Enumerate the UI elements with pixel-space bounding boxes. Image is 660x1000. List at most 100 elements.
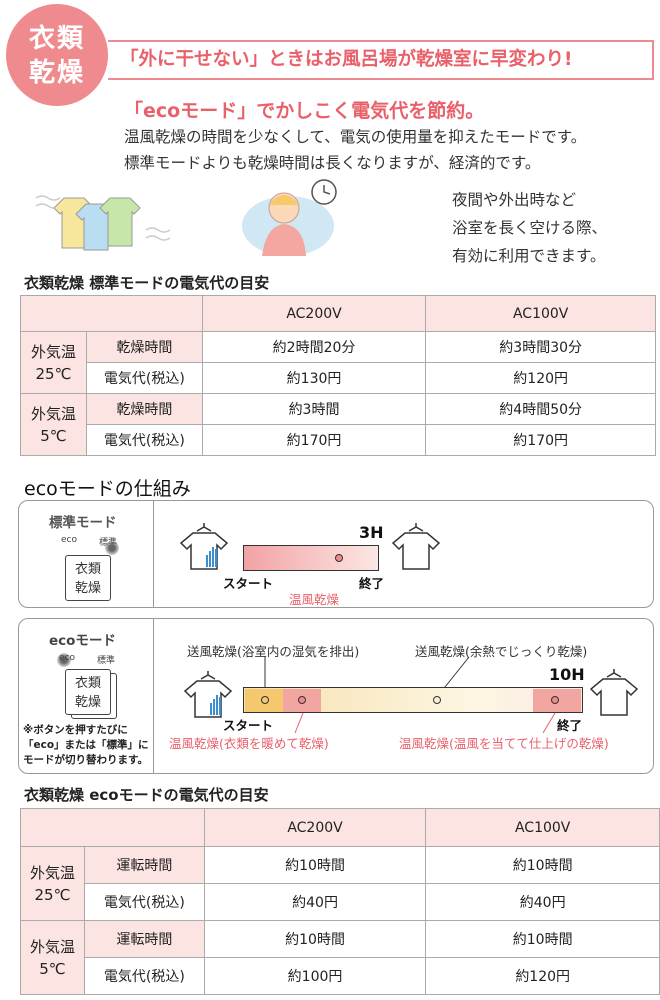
badge-line1: 衣類 bbox=[28, 24, 85, 54]
group-label-line2: 5℃ bbox=[40, 426, 67, 445]
warm-marker-icon bbox=[551, 696, 559, 704]
cell-value: 約120円 bbox=[425, 362, 656, 394]
warm-dry-label-1: 温風乾燥(衣類を暖めて乾燥) bbox=[169, 736, 329, 751]
fan-dry-label-2: 送風乾燥(余熱でじっくり乾燥) bbox=[415, 644, 588, 659]
warm-marker-icon bbox=[335, 554, 343, 562]
table-row: 外気温 25℃ 運転時間 約10時間 約10時間 bbox=[20, 846, 660, 921]
group-label-line2: 25℃ bbox=[34, 885, 71, 904]
header-ac100: AC100V bbox=[425, 808, 660, 847]
dry-shirt-icon bbox=[391, 523, 441, 570]
wet-shirt-icon bbox=[183, 671, 233, 718]
group-label-line2: 5℃ bbox=[39, 959, 66, 978]
cell-value: 約3時間30分 bbox=[425, 331, 656, 363]
dial-eco-label: eco bbox=[61, 535, 77, 545]
standard-cost-table: AC200V AC100V 外気温 25℃ 乾燥時間 約2時間20分 約3時間30… bbox=[20, 295, 656, 456]
key-line1: 衣類 bbox=[74, 676, 101, 691]
standard-mode-label: 標準モード bbox=[49, 515, 117, 531]
dry-key-icon: 衣類 乾燥 bbox=[65, 669, 111, 715]
table-row: 電気代(税込) 約100円 約120円 bbox=[21, 957, 660, 995]
headline: 「外に干せない」ときはお風呂場が乾燥室に早変わり! bbox=[108, 40, 654, 80]
mode-switch-note: ※ボタンを押すたびに 「eco」または「標準」に モードが切り替わります。 bbox=[23, 723, 149, 768]
cell-value: 約120円 bbox=[425, 957, 660, 995]
cell-value: 約2時間20分 bbox=[201, 331, 427, 363]
standard-table-title: 衣類乾燥 標準モードの電気代の目安 bbox=[24, 274, 270, 292]
eco-table-title: 衣類乾燥 ecoモードの電気代の目安 bbox=[24, 786, 269, 804]
eco-hours: 10H bbox=[549, 665, 585, 684]
desc-line1: 温風乾燥の時間を少なくして、電気の使用量を抑えたモードです。 bbox=[124, 128, 587, 146]
table-row: 外気温 5℃ 運転時間 約10時間 約10時間 bbox=[20, 920, 660, 995]
panel-divider bbox=[153, 501, 154, 607]
side-note: 夜間や外出時など 浴室を長く空ける際、 有効に利用できます。 bbox=[452, 186, 607, 270]
group-label-line1: 外気温 bbox=[29, 937, 75, 956]
key-line2: 乾燥 bbox=[74, 581, 101, 596]
cell-value: 約10時間 bbox=[203, 920, 427, 958]
standard-end-label: 終了 bbox=[359, 576, 385, 591]
note-line1: ※ボタンを押すたびに bbox=[23, 724, 128, 736]
row-label: 運転時間 bbox=[83, 846, 205, 884]
cell-value: 約10時間 bbox=[425, 846, 660, 884]
group-label: 外気温 25℃ bbox=[20, 331, 87, 394]
group-label-line1: 外気温 bbox=[30, 404, 76, 423]
table-row: 電気代(税込) 約130円 約120円 bbox=[21, 362, 656, 394]
fan-dry-label-1: 送風乾燥(浴室内の湿気を排出) bbox=[187, 644, 360, 659]
group-label-line1: 外気温 bbox=[30, 342, 76, 361]
key-line1: 衣類 bbox=[74, 562, 101, 577]
cell-value: 約170円 bbox=[425, 424, 656, 456]
dial-eco-label: eco bbox=[59, 653, 75, 663]
table-header-row: AC200V AC100V bbox=[20, 808, 660, 847]
indicator-light-icon bbox=[57, 653, 71, 667]
cell-value: 約3時間 bbox=[201, 393, 427, 425]
header-corner bbox=[20, 808, 205, 847]
fan-marker-icon bbox=[261, 696, 269, 704]
eco-mode-panel: ecoモード eco 標準 衣類 乾燥 ※ボタンを押すたびに 「eco」または「… bbox=[18, 618, 654, 774]
warm-dry-label-2: 温風乾燥(温風を当てて仕上げの乾燥) bbox=[399, 736, 609, 751]
group-label-line1: 外気温 bbox=[29, 863, 75, 882]
standard-mode-panel: 標準モード eco 標準 衣類 乾燥 3H スタート 終了 温風乾燥 bbox=[18, 500, 654, 608]
badge-line2: 乾燥 bbox=[28, 58, 85, 88]
eco-cost-table: AC200V AC100V 外気温 25℃ 運転時間 約10時間 約10時間 電気… bbox=[20, 808, 660, 995]
indicator-light-icon bbox=[105, 541, 119, 555]
hanging-clothes-illustration bbox=[35, 195, 171, 251]
standard-start-label: スタート bbox=[223, 576, 274, 591]
panel-divider bbox=[153, 619, 154, 773]
eco-end-label: 終了 bbox=[557, 718, 583, 733]
row-label: 乾燥時間 bbox=[85, 331, 203, 363]
person-with-clock-illustration bbox=[242, 179, 337, 256]
dry-key-icon: 衣類 乾燥 bbox=[65, 555, 111, 601]
dial-standard-label: 標準 bbox=[97, 656, 116, 666]
cell-value: 約40円 bbox=[425, 883, 660, 921]
mechanism-title: ecoモードの仕組み bbox=[24, 478, 191, 500]
eco-mode-label: ecoモード bbox=[49, 633, 116, 649]
cell-value: 約170円 bbox=[201, 424, 427, 456]
eco-start-label: スタート bbox=[223, 718, 274, 733]
cell-value: 約10時間 bbox=[203, 846, 427, 884]
cell-value: 約10時間 bbox=[425, 920, 660, 958]
note-line3: モードが切り替わります。 bbox=[23, 754, 148, 766]
group-label: 外気温 25℃ bbox=[20, 846, 85, 921]
group-label-line2: 25℃ bbox=[35, 364, 72, 383]
standard-progress-bar bbox=[243, 545, 379, 571]
eco-intro-title: 「ecoモード」でかしこく電気代を節約。 bbox=[124, 100, 485, 122]
row-label: 運転時間 bbox=[83, 920, 205, 958]
wet-shirt-icon bbox=[179, 523, 229, 570]
group-label: 外気温 5℃ bbox=[20, 393, 87, 456]
header-ac200: AC200V bbox=[201, 295, 427, 332]
row-label: 電気代(税込) bbox=[85, 362, 203, 394]
cell-value: 約4時間50分 bbox=[425, 393, 656, 425]
side-note-line1: 夜間や外出時など bbox=[452, 191, 577, 209]
table-row: 電気代(税込) 約170円 約170円 bbox=[21, 424, 656, 456]
header-corner bbox=[20, 295, 203, 332]
standard-warm-label: 温風乾燥 bbox=[289, 592, 340, 607]
header-ac200: AC200V bbox=[203, 808, 427, 847]
key-line2: 乾燥 bbox=[74, 695, 101, 710]
fan-marker-icon bbox=[433, 696, 441, 704]
table-header-row: AC200V AC100V bbox=[20, 295, 656, 332]
dry-shirt-icon bbox=[589, 669, 639, 716]
cell-value: 約100円 bbox=[203, 957, 427, 995]
desc-line2: 標準モードよりも乾燥時間は長くなりますが、経済的です。 bbox=[124, 154, 541, 172]
row-label: 電気代(税込) bbox=[85, 424, 203, 456]
cell-value: 約130円 bbox=[201, 362, 427, 394]
section-badge: 衣類 乾燥 bbox=[6, 4, 108, 106]
cell-value: 約40円 bbox=[203, 883, 427, 921]
